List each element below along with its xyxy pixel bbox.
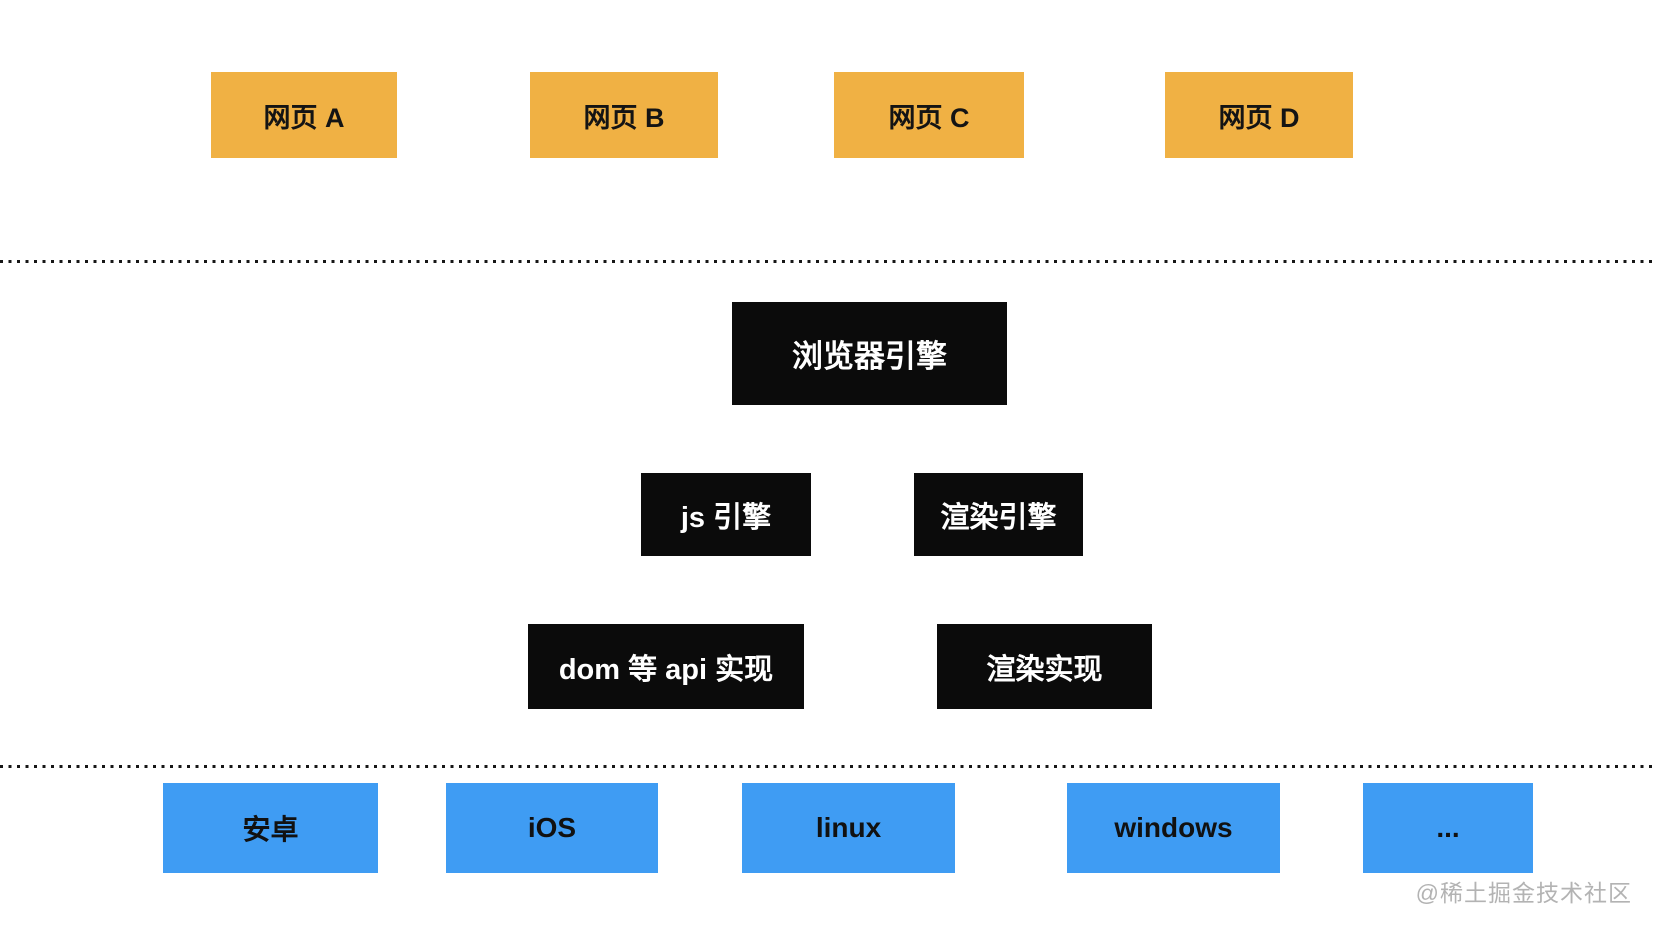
juejin-watermark: @稀土掘金技术社区 — [1415, 880, 1632, 906]
platform-windows-box: windows — [1067, 783, 1280, 873]
dotted-separator-bottom — [0, 765, 1656, 768]
platform-android-box: 安卓 — [163, 783, 378, 873]
browser-engine-box: 浏览器引擎 — [732, 302, 1007, 405]
webpage-a-box: 网页 A — [211, 72, 397, 158]
render-engine-box: 渲染引擎 — [914, 473, 1083, 556]
webpage-d-box: 网页 D — [1165, 72, 1353, 158]
dom-api-impl-box: dom 等 api 实现 — [528, 624, 804, 709]
js-engine-box: js 引擎 — [641, 473, 811, 556]
webpage-b-box: 网页 B — [530, 72, 718, 158]
platform-linux-box: linux — [742, 783, 955, 873]
platform-more-box: ... — [1363, 783, 1533, 873]
dotted-separator-top — [0, 260, 1656, 263]
render-impl-box: 渲染实现 — [937, 624, 1152, 709]
webpage-c-box: 网页 C — [834, 72, 1024, 158]
platform-ios-box: iOS — [446, 783, 658, 873]
